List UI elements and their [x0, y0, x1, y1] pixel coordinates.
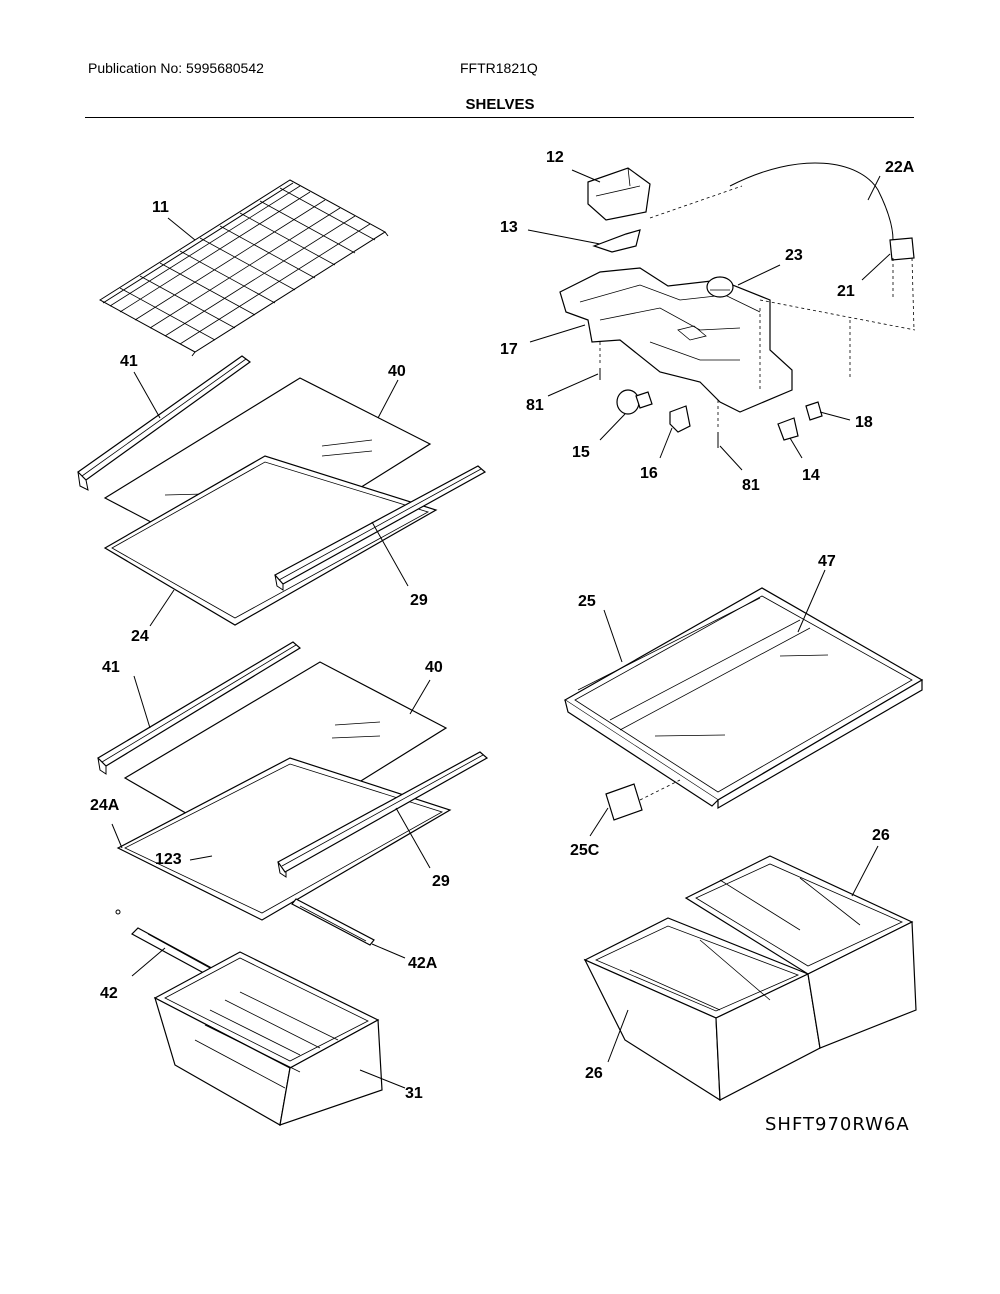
callout-labels: 11 12 13 22A 23 21 17 81 15 16 18 14 81 …: [90, 149, 915, 1135]
callout-31: 31: [405, 1085, 423, 1102]
upper-shelf-assembly: [77, 355, 487, 626]
callout-26-left: 26: [585, 1065, 603, 1082]
callout-11: 11: [152, 199, 169, 216]
callout-13: 13: [500, 219, 518, 236]
callout-18: 18: [855, 414, 873, 431]
callout-47: 47: [818, 553, 836, 570]
callout-21: 21: [837, 283, 855, 300]
page-title: SHELVES: [465, 96, 535, 113]
callout-23: 23: [785, 247, 803, 264]
callout-81-right: 81: [742, 477, 760, 494]
callout-40-lower: 40: [425, 659, 443, 676]
callout-25: 25: [578, 593, 596, 610]
callout-42: 42: [100, 985, 118, 1002]
callout-12: 12: [546, 149, 564, 166]
callout-26-right: 26: [872, 827, 890, 844]
crisper-drawer-part: [153, 951, 383, 1126]
diagram-code: SHFT970RW6A: [765, 1114, 910, 1135]
callout-24: 24: [131, 628, 149, 645]
callout-40-upper: 40: [388, 363, 406, 380]
pans-part: [583, 855, 917, 1102]
callout-123: 123: [155, 851, 182, 868]
callout-29-lower: 29: [432, 873, 450, 890]
callout-17: 17: [500, 341, 518, 358]
callout-29-upper: 29: [410, 592, 428, 609]
wire-shelf-part: [99, 179, 389, 357]
callout-41-upper: 41: [120, 353, 138, 370]
lower-shelf-assembly: [97, 641, 489, 1011]
control-housing-assembly: [559, 162, 916, 448]
pan-cover-part: [563, 587, 924, 821]
model-number: FFTR1821Q: [460, 60, 538, 76]
callout-14: 14: [802, 467, 820, 484]
callout-15: 15: [572, 444, 590, 461]
callout-42A: 42A: [408, 955, 438, 972]
callout-25C: 25C: [570, 842, 600, 859]
publication-number: Publication No: 5995680542: [88, 60, 264, 76]
header-rule: [85, 117, 914, 118]
leader-lines: [111, 169, 891, 1089]
callout-16: 16: [640, 465, 658, 482]
callout-24A: 24A: [90, 797, 120, 814]
callout-41-lower: 41: [102, 659, 120, 676]
callout-22A: 22A: [885, 159, 915, 176]
callout-81-left: 81: [526, 397, 544, 414]
